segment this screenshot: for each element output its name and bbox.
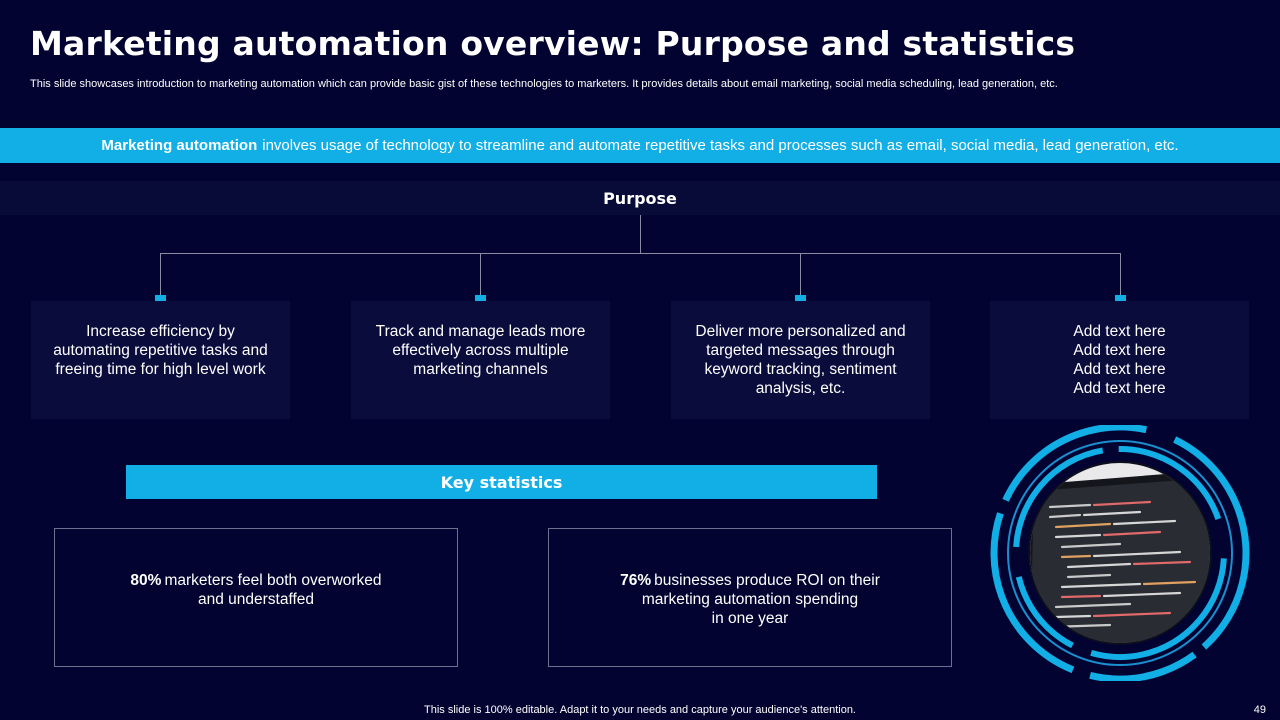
banner-bold-term: Marketing automation (101, 137, 258, 154)
card-line: Increase efficiency by (86, 323, 235, 340)
connector-branch-3 (800, 253, 801, 297)
connector-node-2 (475, 295, 486, 306)
purpose-card-2: Track and manage leads more effectively … (351, 301, 610, 419)
banner-text: involves usage of technology to streamli… (262, 137, 1179, 154)
connector-horizontal (160, 253, 1121, 254)
card-line: targeted messages through (706, 342, 895, 359)
card-line: Add text here (1073, 323, 1166, 340)
purpose-card-4: Add text here Add text here Add text her… (990, 301, 1249, 419)
card-line: Track and manage leads more (375, 323, 586, 340)
purpose-header: Purpose (0, 181, 1280, 215)
connector-vertical-main (640, 215, 641, 254)
key-statistics-header: Key statistics (126, 465, 877, 499)
slide-subtitle: This slide showcases introduction to mar… (30, 78, 1058, 90)
card-line: effectively across multiple (392, 342, 569, 359)
stat-box-1: 80%marketers feel both overworked and un… (54, 528, 458, 667)
purpose-card-1: Increase efficiency by automating repeti… (31, 301, 290, 419)
purpose-card-3: Deliver more personalized and targeted m… (671, 301, 930, 419)
code-screen-circle-image (990, 425, 1250, 681)
connector-branch-2 (480, 253, 481, 297)
stat-text: businesses produce ROI on their (654, 572, 880, 589)
connector-node-4 (1115, 295, 1126, 306)
stat-text: marketers feel both overworked (164, 572, 382, 589)
stat-text: in one year (711, 610, 789, 627)
connector-node-3 (795, 295, 806, 306)
connector-branch-1 (160, 253, 161, 297)
card-line: marketing channels (413, 361, 548, 378)
card-line: analysis, etc. (755, 380, 846, 397)
stat-value: 80% (130, 572, 162, 589)
card-line: keyword tracking, sentiment (704, 361, 897, 378)
key-statistics-label: Key statistics (440, 472, 563, 492)
stat-value: 76% (620, 572, 652, 589)
page-number: 49 (1253, 704, 1266, 716)
card-line: freeing time for high level work (55, 361, 266, 378)
card-line: Deliver more personalized and (695, 323, 906, 340)
footer-note: This slide is 100% editable. Adapt it to… (424, 704, 856, 716)
stat-box-2: 76%businesses produce ROI on their marke… (548, 528, 952, 667)
connector-node-1 (155, 295, 166, 306)
stat-text: and understaffed (197, 591, 315, 608)
card-line: Add text here (1073, 380, 1166, 397)
purpose-label: Purpose (603, 188, 677, 208)
connector-branch-4 (1120, 253, 1121, 297)
slide-title: Marketing automation overview: Purpose a… (30, 24, 1076, 63)
card-line: automating repetitive tasks and (53, 342, 268, 359)
definition-banner: Marketing automation involves usage of t… (0, 128, 1280, 163)
card-line: Add text here (1073, 361, 1166, 378)
stat-text: marketing automation spending (641, 591, 859, 608)
card-line: Add text here (1073, 342, 1166, 359)
